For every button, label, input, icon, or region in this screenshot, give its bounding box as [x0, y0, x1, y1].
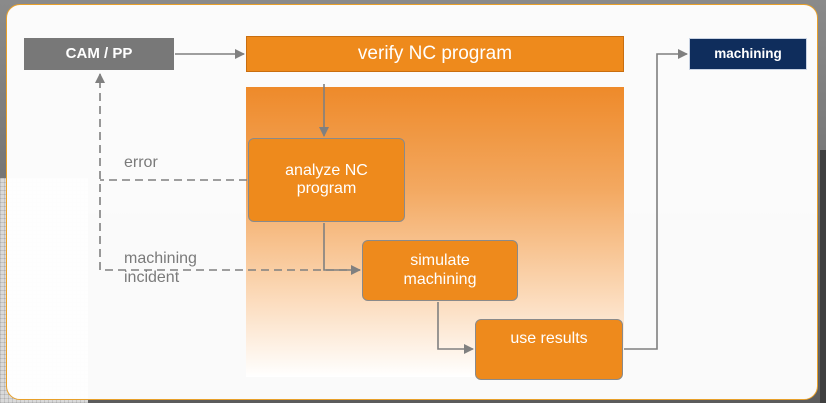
node-analyze-label: analyze NC program — [285, 161, 368, 197]
node-machining: machining — [689, 38, 807, 70]
node-simulate-label: simulate machining — [403, 252, 477, 288]
node-verify-nc-program: verify NC program — [246, 36, 624, 72]
edge-label-incident-line1: machining — [124, 250, 197, 267]
node-simulate-machining: simulate machining — [362, 240, 518, 301]
node-cam-pp: CAM / PP — [24, 38, 174, 70]
edge-label-error: error — [124, 154, 158, 171]
edge-label-incident-line2: incident — [124, 269, 180, 287]
edge-label-machining-incident: machining incident — [124, 249, 197, 287]
node-verify-label: verify NC program — [357, 43, 513, 65]
background-edge — [820, 150, 826, 403]
node-analyze-nc-program: analyze NC program — [248, 138, 405, 222]
node-use-results: use results — [475, 319, 623, 380]
node-cam-pp-label: CAM / PP — [65, 45, 133, 63]
node-machining-label: machining — [714, 46, 782, 62]
node-results-label: use results — [510, 330, 588, 347]
